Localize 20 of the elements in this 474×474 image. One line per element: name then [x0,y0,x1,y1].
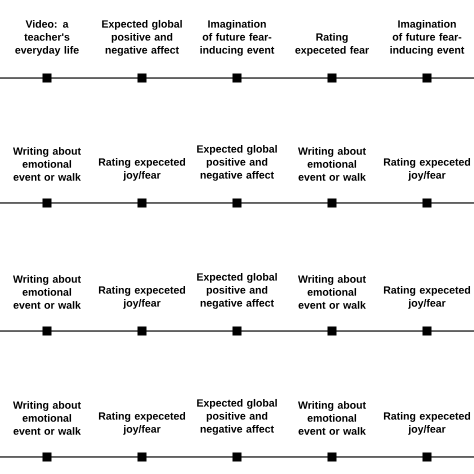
event-label: Writing about emotional event or walk [298,147,366,181]
event-label: Rating expeceted joy/fear [98,412,186,435]
event-label: Expected global positive and negative affect [197,398,277,435]
event-label: Expected global positive and negative affect [197,144,277,181]
event-label: Video: a teacher's everyday life [15,20,79,56]
event-label: Writing about emotional event or walk [13,147,81,181]
event-label: Imagination of future fear-inducing event [390,20,464,56]
event-label: Rating expeceted joy/fear [384,158,470,181]
event-label: Writing about emotional event or walk [13,401,81,435]
event-label: Imagination of future fear-inducing event [200,20,274,56]
event-label: Writing about emotional event or walk [13,275,81,309]
event-label: Rating expeceted joy/fear [384,412,470,435]
event-label: Writing about emotional event or walk [298,401,366,435]
event-label: Expected global positive and negative affect [102,20,182,56]
event-label: Writing about emotional event or walk [298,275,366,309]
event-label: Expected global positive and negative affect [197,272,277,309]
event-label: Rating expeceted joy/fear [98,158,186,181]
event-label: Rating expeceted joy/fear [98,286,186,309]
event-label: Rating expeceted joy/fear [384,286,470,309]
event-label: Rating expeceted fear [295,33,369,56]
